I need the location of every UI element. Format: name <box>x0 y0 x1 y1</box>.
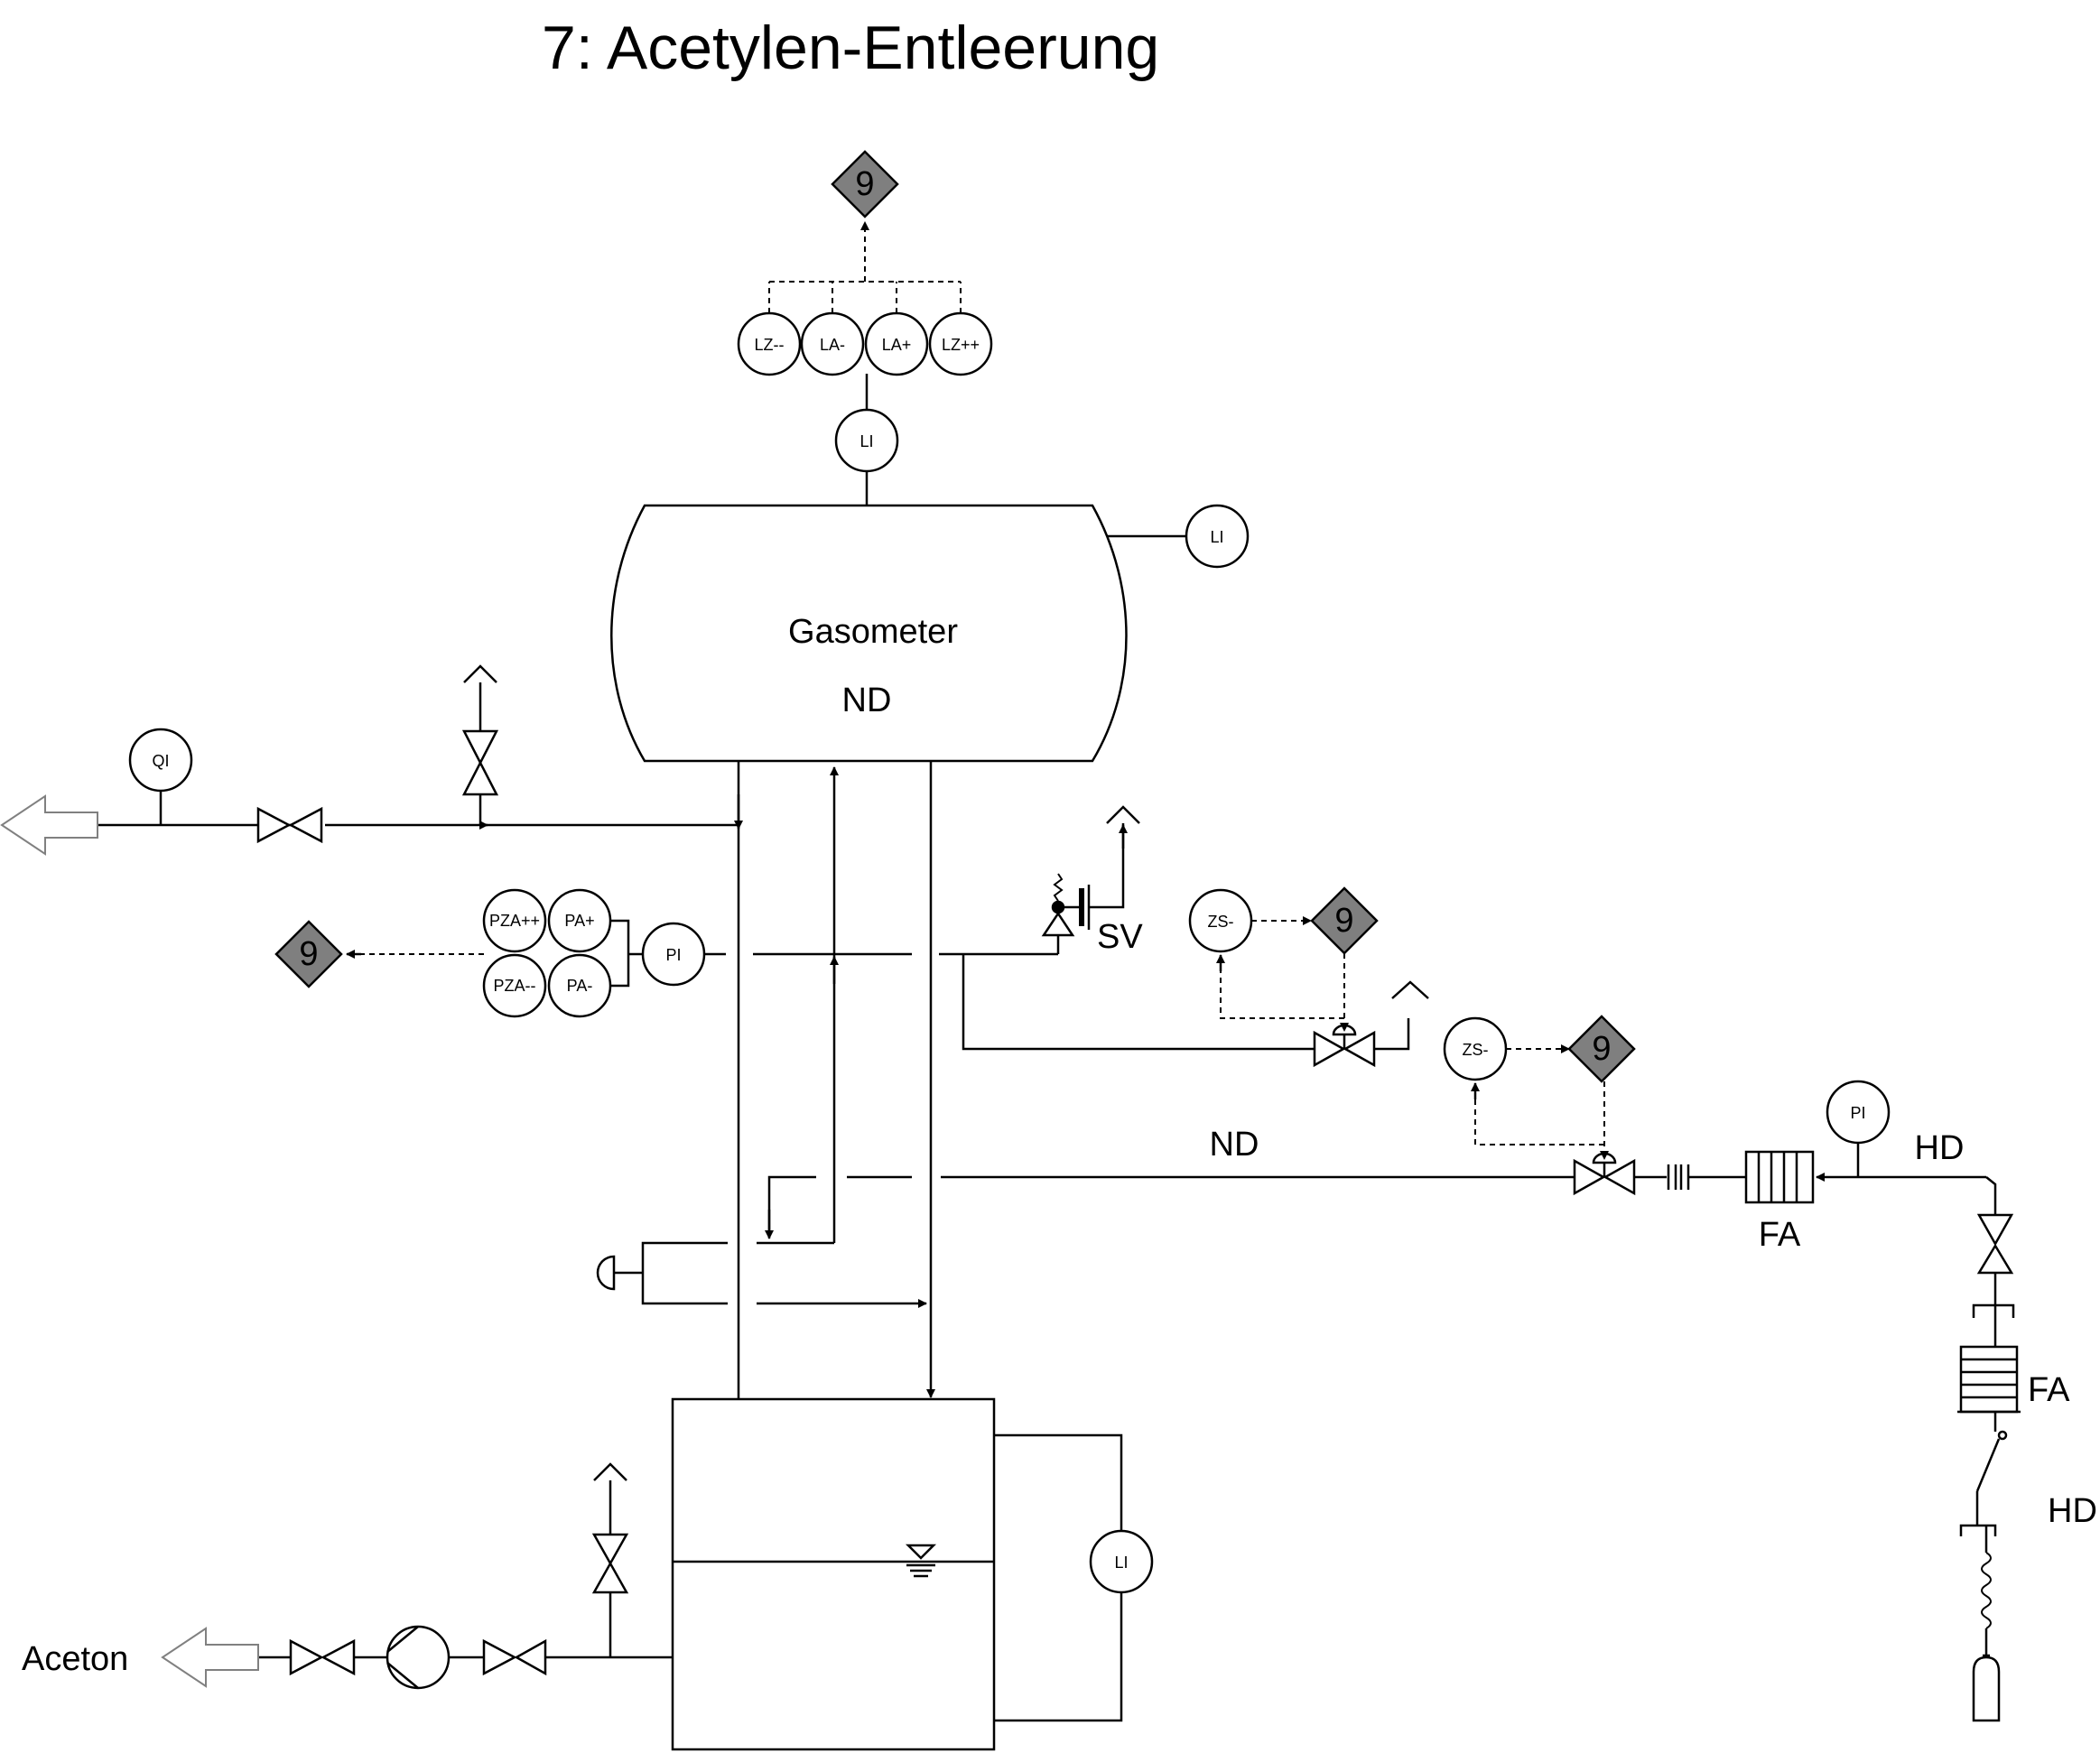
hd-line-label: HD <box>1915 1129 1965 1167</box>
interlock-zs-2: 9 <box>1592 1030 1611 1068</box>
flame-arrestor-v-label: FA <box>2028 1371 2070 1409</box>
safety-valve-symbol <box>1041 805 1140 954</box>
level-indicator-side: LI <box>1210 528 1223 546</box>
safety-valve-label: SV <box>1097 918 1143 956</box>
alarm-pa-low: PA- <box>567 977 593 995</box>
alarm-la-high: LA+ <box>882 336 912 354</box>
gasometer-pressure-label: ND <box>842 682 892 719</box>
zs-valve-1-loop <box>962 886 1429 1068</box>
level-indicator-top: LI <box>860 432 873 450</box>
flame-arrestor-h-label: FA <box>1759 1216 1801 1254</box>
acetone-tank <box>671 1397 1154 1751</box>
alarm-lz-high: LZ++ <box>942 336 980 354</box>
level-indicator-side-symbol <box>1107 504 1250 569</box>
outlet-arrow-aceton <box>161 1627 259 1688</box>
nd-line <box>765 1015 1997 1239</box>
diagram-title: 7: Acetylen-Entleerung <box>542 14 1159 82</box>
aceton-label: Aceton <box>22 1640 128 1678</box>
level-alarm-cluster <box>737 150 993 505</box>
diaphragm-switch <box>596 1241 927 1308</box>
pressure-indicator-hd: PI <box>1850 1104 1865 1122</box>
alarm-la-low: LA- <box>820 336 845 354</box>
gasometer-pipes <box>734 761 935 1399</box>
outlet-arrow-left <box>0 794 98 856</box>
nd-line-label: ND <box>1210 1126 1259 1164</box>
alarm-pza-high: PZA++ <box>489 912 540 930</box>
position-switch-2: ZS- <box>1463 1041 1489 1059</box>
alarm-pa-high: PA+ <box>564 912 594 930</box>
hd-supply-line <box>1957 1210 2021 1722</box>
vent-line-left <box>98 664 739 844</box>
interlock-top: 9 <box>855 165 874 203</box>
hd-bottle-label: HD <box>2048 1492 2097 1530</box>
pressure-alarm-cluster <box>274 888 1058 1018</box>
aceton-outlet-line <box>258 1462 673 1690</box>
interlock-left: 9 <box>299 935 318 973</box>
gasometer-vessel <box>610 504 1128 763</box>
alarm-lz-low: LZ-- <box>755 336 785 354</box>
level-indicator-tank: LI <box>1114 1554 1128 1572</box>
interlock-zs-1: 9 <box>1334 902 1353 940</box>
position-switch-1: ZS- <box>1208 913 1234 931</box>
pressure-indicator: PI <box>665 946 681 964</box>
alarm-pza-low: PZA-- <box>494 977 536 995</box>
gasometer-label: Gasometer <box>788 613 958 651</box>
quality-indicator: QI <box>152 752 169 770</box>
